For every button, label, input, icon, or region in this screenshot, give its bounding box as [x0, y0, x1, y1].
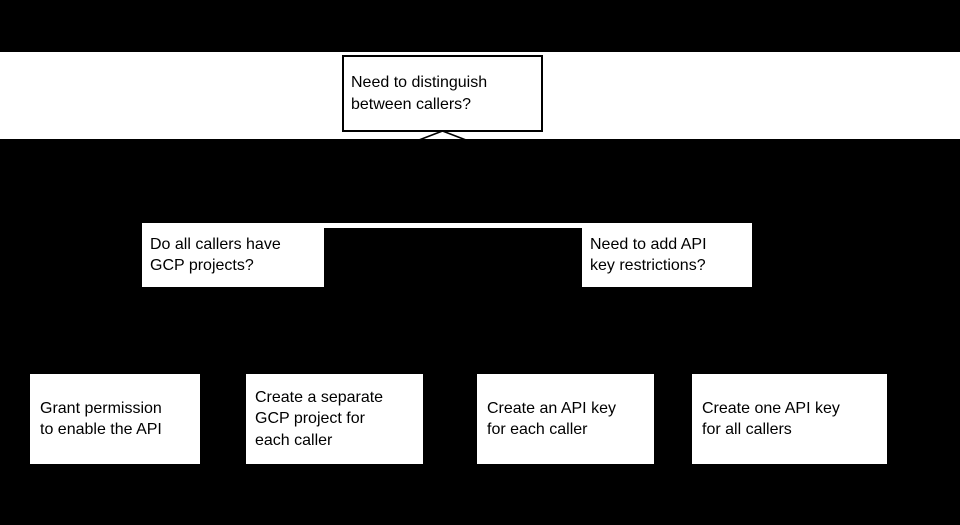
outcome-grant-permission-label: Grant permission to enable the API — [40, 399, 162, 439]
outcome-api-key-all-callers-label: Create one API key for all callers — [702, 399, 840, 439]
decision-gcp-projects-label: Do all callers have GCP projects? — [150, 235, 281, 275]
outcome-separate-gcp-project-box: Create a separate GCP project for each c… — [246, 374, 423, 464]
decision-root-box: Need to distinguish between callers? — [342, 55, 543, 132]
outcome-api-key-each-caller-box: Create an API key for each caller — [477, 374, 654, 464]
connector-strip — [324, 223, 582, 228]
outcome-separate-gcp-project-label: Create a separate GCP project for each c… — [255, 388, 384, 449]
decision-api-key-restrictions-label: Need to add API key restrictions? — [590, 235, 707, 275]
outcome-api-key-all-callers-box: Create one API key for all callers — [692, 374, 887, 464]
decision-gcp-projects-box: Do all callers have GCP projects? — [142, 223, 324, 287]
outcome-api-key-each-caller-label: Create an API key for each caller — [487, 399, 616, 439]
decision-api-key-restrictions-box: Need to add API key restrictions? — [582, 223, 752, 287]
decision-root-label: Need to distinguish between callers? — [351, 74, 488, 113]
outcome-grant-permission-box: Grant permission to enable the API — [30, 374, 200, 464]
